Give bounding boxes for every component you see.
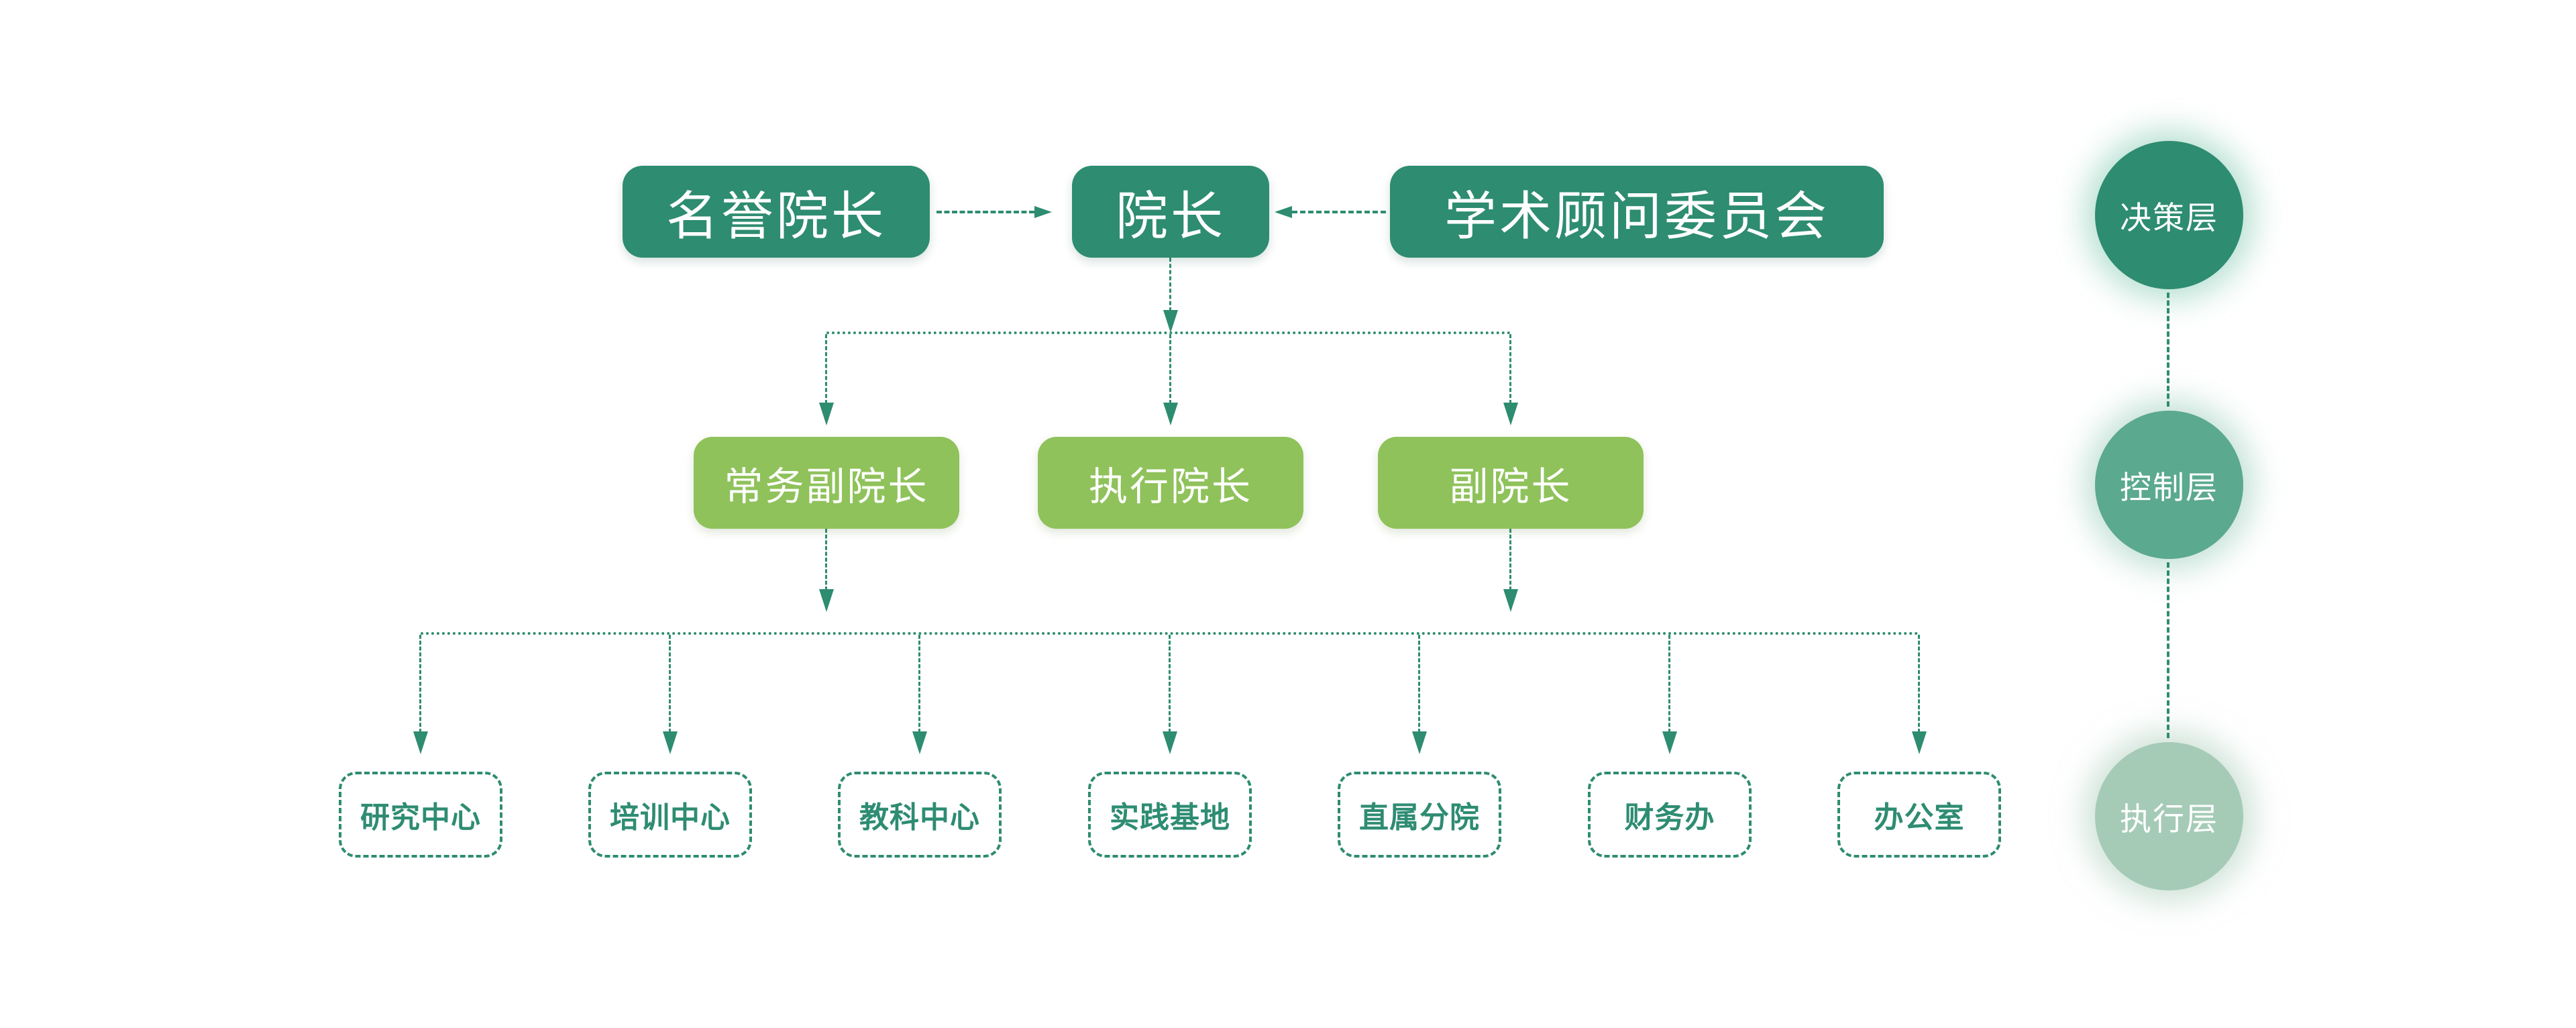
node-label: 常务副院长 xyxy=(724,464,929,509)
node-label: 直属分院 xyxy=(1359,801,1480,834)
arrowhead-down-icon xyxy=(1503,589,1518,612)
drop-to-executive-dean xyxy=(1169,334,1171,404)
node-dean: 院长 xyxy=(1065,157,1269,258)
node-honorary-dean: 名誉院长 xyxy=(616,157,930,258)
arrowhead-down-icon xyxy=(819,589,834,612)
node-label: 院长 xyxy=(1115,186,1226,246)
connector-honorary-to-dean xyxy=(936,211,1034,213)
node-practice-base: 实践基地 xyxy=(1088,772,1252,858)
drop-to-practice-base xyxy=(1169,635,1171,733)
node-label: 研究中心 xyxy=(360,801,481,834)
arrowhead-down-icon xyxy=(1503,403,1518,425)
node-training-center: 培训中心 xyxy=(588,772,752,858)
arrowhead-down-icon xyxy=(413,731,428,754)
node-label: 培训中心 xyxy=(610,801,731,834)
node-affiliated-branch: 直属分院 xyxy=(1338,772,1501,858)
connector-advisory-to-dean xyxy=(1292,211,1386,213)
layer-label: 控制层 xyxy=(2120,470,2218,505)
layer-label: 决策层 xyxy=(2120,200,2218,236)
node-label: 教科中心 xyxy=(859,801,980,834)
arrowhead-down-icon xyxy=(1662,731,1677,754)
arrowhead-down-icon xyxy=(1412,731,1427,754)
bus-level2 xyxy=(826,331,1511,334)
arrowhead-down-icon xyxy=(1163,310,1178,333)
node-vice-dean: 副院长 xyxy=(1378,437,1644,529)
node-teaching-center: 教科中心 xyxy=(838,772,1002,858)
node-label: 学术顾问委员会 xyxy=(1444,186,1829,246)
node-finance-office: 财务办 xyxy=(1588,772,1752,858)
drop-to-training-center xyxy=(669,635,671,733)
arrowhead-down-icon xyxy=(1912,731,1927,754)
layer-link-control-execution xyxy=(2167,562,2169,738)
node-academic-advisory-committee: 学术顾问委员会 xyxy=(1383,157,1884,258)
drop-to-finance-office xyxy=(1668,635,1670,733)
drop-to-vice-dean xyxy=(1509,334,1511,404)
node-label: 实践基地 xyxy=(1110,801,1230,834)
arrowhead-down-icon xyxy=(1163,403,1178,425)
node-research-center: 研究中心 xyxy=(339,772,502,858)
node-label: 副院长 xyxy=(1449,464,1572,509)
node-standing-vice-dean: 常务副院长 xyxy=(694,437,959,529)
node-label: 办公室 xyxy=(1874,801,1965,834)
layer-badge-execution: 执行层 xyxy=(2095,742,2243,890)
node-executive-dean: 执行院长 xyxy=(1038,437,1303,529)
arrowhead-down-icon xyxy=(663,731,678,754)
node-label: 执行院长 xyxy=(1088,464,1252,509)
drop-to-teaching-center xyxy=(918,635,920,733)
node-general-office: 办公室 xyxy=(1837,772,2001,858)
arrowhead-down-icon xyxy=(1163,731,1177,754)
connector-vice-dean-down xyxy=(1509,529,1511,590)
node-label: 财务办 xyxy=(1624,801,1715,834)
arrowhead-down-icon xyxy=(912,731,927,754)
node-label: 名誉院长 xyxy=(665,186,886,246)
arrowhead-right-icon xyxy=(1034,206,1052,218)
connector-dean-down xyxy=(1169,258,1171,311)
layer-label: 执行层 xyxy=(2120,801,2218,837)
arrowhead-left-icon xyxy=(1275,206,1292,218)
drop-to-research-center xyxy=(419,635,421,733)
drop-to-affiliated-branch xyxy=(1418,635,1420,733)
bus-level3 xyxy=(421,632,1919,635)
layer-link-decision-control xyxy=(2167,293,2169,407)
arrowhead-down-icon xyxy=(819,403,834,425)
layer-badge-control: 控制层 xyxy=(2095,411,2243,559)
drop-to-general-office xyxy=(1918,635,1920,733)
connector-standing-vice-dean-down xyxy=(825,529,827,590)
drop-to-standing-vice-dean xyxy=(825,334,827,404)
layer-badge-decision: 决策层 xyxy=(2095,141,2243,289)
